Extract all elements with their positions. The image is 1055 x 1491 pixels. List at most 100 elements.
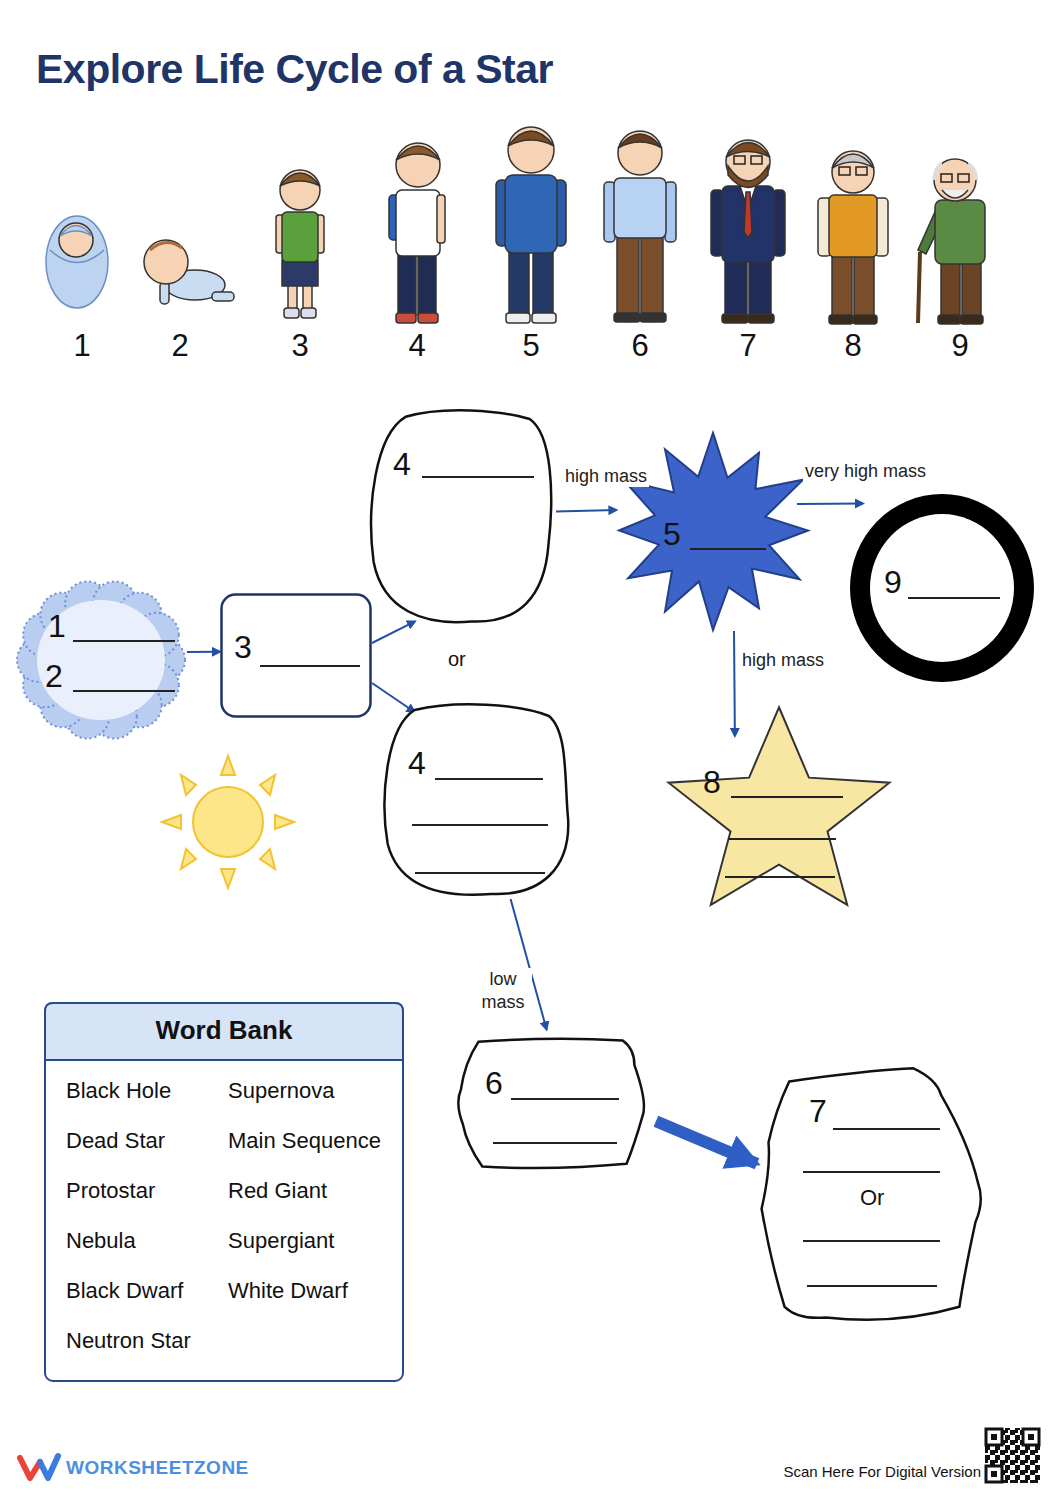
people-row: [160, 282, 169, 304]
people-row: [301, 308, 316, 318]
word-bank: Word BankBlack HoleSupernovaDead StarMai…: [44, 1002, 404, 1382]
word-item: Red Giant: [228, 1178, 327, 1204]
stage-number: 8: [703, 764, 721, 801]
people-row: [748, 314, 774, 323]
stage-number: 4: [408, 745, 426, 782]
people-row: [829, 195, 877, 257]
bank-header: [45, 1003, 403, 1060]
people-row: [641, 235, 663, 315]
stage-node: 12: [15, 580, 187, 740]
people-row: [749, 258, 771, 316]
people-row: [282, 212, 318, 262]
edge-label: high mass: [740, 650, 826, 671]
blank-line: [731, 796, 843, 798]
word-item: Nebula: [66, 1228, 136, 1254]
people-row: [508, 131, 554, 146]
node-shape: [15, 580, 187, 740]
people-row: [46, 216, 108, 308]
callout-number: 5: [522, 328, 539, 364]
people-row: [396, 313, 416, 323]
word-item: Main Sequence: [228, 1128, 381, 1154]
people-row: [958, 174, 969, 182]
edge-label: very high mass: [803, 461, 928, 482]
block-arrow: [656, 1121, 757, 1163]
qr-code: [991, 1434, 997, 1440]
blob-outline: [762, 1068, 981, 1319]
people-row: [398, 255, 416, 315]
blank-line: [435, 778, 543, 780]
people-row: [934, 159, 976, 201]
node-shape: [380, 700, 572, 900]
people-row: [962, 262, 981, 317]
stage-number: 5: [663, 516, 681, 553]
people-row: [505, 175, 557, 253]
people-row: [711, 190, 723, 256]
node-shape: [368, 408, 556, 628]
people-row: [396, 143, 440, 187]
callout-number: 9: [951, 328, 968, 364]
blank-line: [422, 476, 534, 478]
or-text: Or: [860, 1185, 884, 1211]
people-row: [506, 313, 530, 323]
black-hole-ring: [850, 494, 1034, 682]
callout-number: 3: [291, 328, 308, 364]
stage-number: 4: [393, 446, 411, 483]
word-item: Black Dwarf: [66, 1278, 183, 1304]
node-shape: [455, 1035, 650, 1172]
people-row: [396, 146, 440, 160]
stage-node: 4: [368, 408, 556, 628]
blank-line: [803, 1240, 940, 1242]
people-row: [59, 223, 93, 257]
blank-line: [833, 1128, 940, 1130]
people-row: [935, 200, 985, 264]
people-row: [832, 151, 874, 193]
people-row: [722, 314, 748, 323]
people-row: [60, 226, 92, 237]
people-row: [150, 242, 182, 250]
blank-line: [908, 597, 1000, 599]
word-item: White Dwarf: [228, 1278, 348, 1304]
word-item: Supergiant: [228, 1228, 334, 1254]
people-row: [751, 156, 762, 164]
word-item: Neutron Star: [66, 1328, 191, 1354]
people-row: [941, 174, 952, 182]
stage-number: 7: [809, 1093, 827, 1130]
stage-node: 5: [608, 428, 818, 633]
qr-code: [1023, 1429, 1039, 1445]
people-row: [618, 131, 662, 175]
people-row: [744, 192, 752, 238]
star-outline: [669, 707, 890, 905]
bank-outline: [45, 1003, 403, 1381]
blank-line: [412, 824, 548, 826]
people-row: [46, 127, 985, 324]
brand-name: WORKSHEETZONE: [66, 1457, 249, 1479]
people-row: [726, 143, 770, 158]
stage-number: 9: [884, 564, 902, 601]
word-item: Black Hole: [66, 1078, 171, 1104]
blank-line: [725, 876, 835, 878]
stage-node: 6: [455, 1035, 650, 1172]
stage-node: 4: [380, 700, 572, 900]
people-row: [728, 166, 768, 188]
people-row: [832, 255, 852, 317]
edge-label: low mass: [474, 968, 532, 1015]
blank-line: [807, 1285, 937, 1287]
people-row: [853, 315, 877, 324]
people-row: [144, 240, 188, 284]
people-row: [839, 167, 850, 175]
logo: [40, 1456, 58, 1478]
people-row: [734, 156, 745, 164]
people-row: [618, 134, 662, 148]
people-row: [280, 170, 320, 210]
people-row: [938, 315, 961, 324]
callout-number: 4: [408, 328, 425, 364]
black-hole-inner: [870, 514, 1014, 662]
box-outline: [222, 595, 371, 717]
people-row: [212, 292, 234, 301]
qr-code: [985, 1428, 1040, 1483]
people-row: [303, 285, 312, 310]
stage-node: 8: [663, 690, 895, 920]
people-row: [284, 308, 299, 318]
arrow-connector: [797, 503, 863, 505]
blob-outline: [371, 410, 551, 622]
